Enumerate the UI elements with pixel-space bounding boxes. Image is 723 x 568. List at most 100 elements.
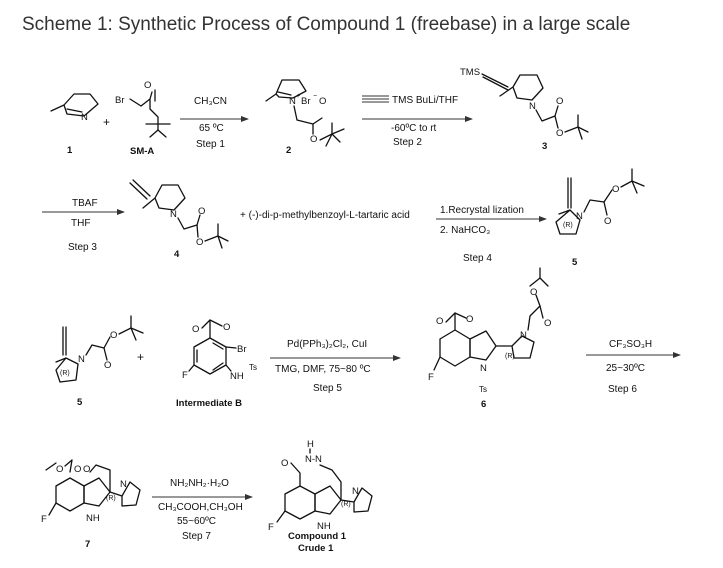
compound-label-6: 6 xyxy=(481,399,486,410)
compound-label-2: 2 xyxy=(286,145,291,156)
charge-plus: + xyxy=(296,93,300,100)
step6-reagent: CF₃SO₃H xyxy=(609,339,652,350)
atom-n-4: N xyxy=(170,209,177,220)
compound-2-structure: N + Br − O O xyxy=(265,79,345,147)
step1-label: Step 1 xyxy=(196,139,225,150)
scheme-title: Scheme 1: Synthetic Process of Compound … xyxy=(22,14,631,35)
atom-br-minus: Br xyxy=(301,96,311,107)
atom-n: N xyxy=(81,112,88,123)
atom-n-6: N xyxy=(480,363,487,374)
atom-f-final: F xyxy=(268,522,274,533)
atom-ts-b: Ts xyxy=(249,363,257,372)
atom-f-7: F xyxy=(41,514,47,525)
step5-conditions: TMG, DMF, 75~80 ºC xyxy=(275,364,371,375)
step7-solvent: CH₃COOH,CH₃OH xyxy=(158,502,243,513)
sm-a-structure: Br O xyxy=(115,80,171,138)
atom-o-5b2: O xyxy=(110,330,117,341)
step1-reagent: CH₃CN xyxy=(194,96,227,107)
stereo-r-7: (R) xyxy=(106,495,116,502)
charge-minus: − xyxy=(313,93,317,100)
atom-o-7a: O xyxy=(56,464,63,475)
compound-label-7: 7 xyxy=(85,539,90,550)
atom-o-6c: O xyxy=(544,318,551,329)
step4-label: Step 4 xyxy=(463,253,492,264)
atom-nh-b: NH xyxy=(230,371,244,382)
compound-4-structure: N O O xyxy=(129,179,229,249)
step2-temperature: -60ºC to rt xyxy=(391,123,437,134)
atom-br: Br xyxy=(115,95,125,106)
compound-5-structure-a: N (R) O O xyxy=(555,168,645,235)
plus-sign-2: + xyxy=(137,350,144,364)
step3-reagent: TBAF xyxy=(72,198,98,209)
plus-sign: + xyxy=(103,115,110,129)
atom-o: O xyxy=(144,80,151,91)
step2-reagent: TMS BuLi/THF xyxy=(392,95,458,106)
atom-n-6b: N xyxy=(520,330,527,341)
atom-n-5b: N xyxy=(78,354,85,365)
step1-temperature: 65 ºC xyxy=(199,123,224,134)
atom-n-plus: N xyxy=(289,96,296,107)
compound-label-3: 3 xyxy=(542,141,547,152)
atom-o-final: O xyxy=(281,458,288,469)
atom-o-ester: O xyxy=(310,134,317,145)
compound-1-final-structure: H N-N O NH F N (R) xyxy=(268,439,373,533)
atom-br-b: Br xyxy=(237,344,247,355)
compound-3-structure: TMS N O O xyxy=(460,67,589,140)
step5-label: Step 5 xyxy=(313,383,342,394)
compound-label-5b: 5 xyxy=(77,397,83,408)
compound-1-structure: N xyxy=(50,93,99,123)
atom-o-b1: O xyxy=(192,324,199,335)
atom-o-5a2: O xyxy=(612,184,619,195)
atom-o-3a: O xyxy=(556,96,563,107)
atom-f-b: F xyxy=(182,370,188,381)
compound-label-5a: 5 xyxy=(572,257,578,268)
atom-o-5b1: O xyxy=(104,360,111,371)
compound-label-sm-a: SM-A xyxy=(130,146,154,157)
step5-catalyst: Pd(PPh₃)₂Cl₂, CuI xyxy=(287,339,367,350)
atom-n-7: N xyxy=(120,479,127,490)
step6-temperature: 25~30ºC xyxy=(606,363,645,374)
compound-1-crude-label: Crude 1 xyxy=(298,543,334,554)
step7-reagent: NH₂NH₂·H₂O xyxy=(170,478,229,489)
atom-o-6a: O xyxy=(436,316,443,327)
atom-tms: TMS xyxy=(460,67,480,78)
atom-h-final: H xyxy=(307,439,314,450)
atom-n-5a: N xyxy=(576,211,583,222)
atom-n-3: N xyxy=(529,101,536,112)
compound-1-label: Compound 1 xyxy=(288,531,347,542)
compound-6-structure: O O N Ts F (R) N O O xyxy=(428,267,551,394)
atom-o-7c: O xyxy=(83,464,90,475)
step4-base: 2. NaHCO₃ xyxy=(440,225,490,236)
stereo-r-5b: (R) xyxy=(60,370,70,377)
atom-n-final: N xyxy=(352,486,359,497)
step4-recrystallization: 1.Recrystal lization xyxy=(440,205,524,216)
stereo-r-5a: (R) xyxy=(563,222,573,229)
step7-label: Step 7 xyxy=(182,531,211,542)
intermediate-b-structure: O O Br NH Ts F xyxy=(182,319,257,382)
atom-nn-final: N-N xyxy=(305,454,322,465)
atom-o-carbonyl: O xyxy=(319,96,326,107)
atom-ts-6: Ts xyxy=(479,385,487,394)
compound-label-4: 4 xyxy=(174,249,180,260)
atom-o-6d: O xyxy=(530,287,537,298)
stereo-r-6: (R) xyxy=(505,353,515,360)
atom-o-7b: O xyxy=(74,464,81,475)
step3-solvent: THF xyxy=(71,218,90,229)
step2-label: Step 2 xyxy=(393,137,422,148)
atom-o-5a1: O xyxy=(604,216,611,227)
compound-7-structure: O O O NH F N (R) xyxy=(41,459,141,525)
compound-label-1: 1 xyxy=(67,145,73,156)
step6-label: Step 6 xyxy=(608,384,637,395)
atom-o-4b: O xyxy=(196,237,203,248)
atom-o-4a: O xyxy=(198,206,205,217)
stereo-r-final: (R) xyxy=(341,501,351,508)
atom-nh-final: NH xyxy=(317,521,331,532)
compound-label-intermediate-b: Intermediate B xyxy=(176,398,242,409)
atom-f-6: F xyxy=(428,372,434,383)
step3-label: Step 3 xyxy=(68,242,97,253)
compound-5-structure-b: N (R) O O xyxy=(55,315,144,383)
step7-temperature: 55~60ºC xyxy=(177,516,216,527)
step4-additive: + (-)-di-p-methylbenzoyl-L-tartaric acid xyxy=(240,210,410,221)
atom-o-3b: O xyxy=(556,128,563,139)
